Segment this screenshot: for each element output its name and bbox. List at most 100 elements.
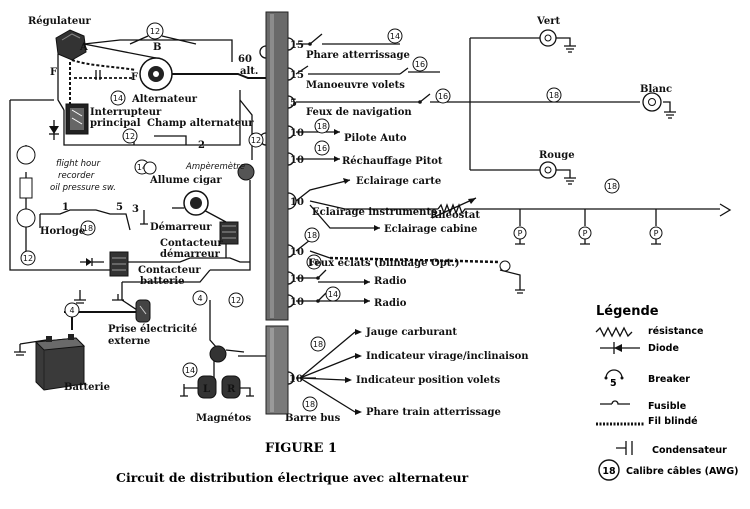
svg-text:P: P bbox=[518, 229, 523, 238]
term-a: A bbox=[79, 42, 88, 53]
breaker-icon bbox=[605, 369, 623, 379]
svg-text:4: 4 bbox=[69, 306, 74, 315]
breaker-num-9: 10 bbox=[290, 247, 304, 258]
svg-text:4: 4 bbox=[197, 294, 202, 303]
label-feux-eclats: Feux éclats (blindage Opt.) bbox=[308, 258, 460, 269]
figure-title: FIGURE 1 bbox=[265, 441, 337, 456]
legend-fusible: Fusible bbox=[648, 401, 686, 412]
fuse-icon bbox=[600, 400, 630, 405]
flight-hour-recorder bbox=[16, 145, 36, 199]
label-radio-2: Radio bbox=[374, 298, 407, 309]
svg-text:14: 14 bbox=[185, 366, 195, 375]
circuit-arrows bbox=[334, 129, 380, 415]
label-phare-train: Phare train atterrissage bbox=[366, 407, 501, 418]
label-principal: principal bbox=[90, 118, 141, 129]
term-b: B bbox=[153, 42, 161, 53]
alt-breaker-abbr: alt. bbox=[240, 66, 258, 77]
breaker-num-4: 10 bbox=[290, 128, 304, 139]
svg-text:P: P bbox=[583, 229, 588, 238]
label-amperemetre: Ampèremètre bbox=[185, 161, 245, 172]
legend-fil-blinde: Fil blindé bbox=[648, 416, 698, 427]
light-vert bbox=[539, 29, 576, 53]
svg-text:18: 18 bbox=[313, 340, 323, 349]
gauge-icon bbox=[598, 459, 620, 481]
clock bbox=[16, 208, 36, 228]
mag-r: R bbox=[227, 384, 236, 395]
breaker-num-lower: 10 bbox=[289, 374, 303, 385]
main-switch bbox=[65, 103, 89, 135]
label-indicateur-virage: Indicateur virage/inclinaison bbox=[366, 351, 529, 362]
label-eclairage-instruments: Eclairage instruments bbox=[312, 207, 437, 218]
label-recorder: recorder bbox=[58, 171, 95, 181]
instrument-lamps: P P P bbox=[499, 226, 663, 294]
rheostat bbox=[431, 197, 477, 219]
label-contacteur-dem-1: Contacteur bbox=[160, 238, 223, 249]
label-alternateur: Alternateur bbox=[131, 94, 198, 105]
magnetos bbox=[180, 345, 254, 399]
label-oil-pressure: oil pressure sw. bbox=[50, 183, 116, 193]
svg-text:P: P bbox=[654, 229, 659, 238]
svg-text:18: 18 bbox=[607, 182, 617, 191]
svg-text:16: 16 bbox=[415, 60, 425, 69]
label-regulateur: Régulateur bbox=[28, 16, 91, 27]
legend-diode: Diode bbox=[648, 343, 679, 354]
label-rechauffage-pitot: Réchauffage Pitot bbox=[342, 156, 443, 167]
label-rouge: Rouge bbox=[539, 150, 575, 161]
breaker-num-2: 15 bbox=[290, 70, 304, 81]
pos-5: 5 bbox=[116, 202, 123, 213]
label-pilote-auto: Pilote Auto bbox=[344, 133, 407, 144]
label-allume-cigar: Allume cigar bbox=[149, 175, 222, 186]
breaker-num-1: 15 bbox=[290, 40, 304, 51]
label-prise-1: Prise électricité bbox=[108, 324, 197, 335]
term-f1: F bbox=[50, 67, 57, 78]
label-phare-atterrissage: Phare atterrissage bbox=[306, 50, 410, 61]
svg-text:12: 12 bbox=[150, 27, 160, 36]
resistance-icon bbox=[595, 326, 633, 338]
breaker-num-11: 10 bbox=[290, 297, 304, 308]
label-contacteur-bat-2: batterie bbox=[140, 276, 185, 287]
svg-text:18: 18 bbox=[305, 400, 315, 409]
alternator bbox=[139, 57, 173, 91]
label-magnetos: Magnétos bbox=[196, 413, 251, 424]
svg-text:14: 14 bbox=[390, 32, 400, 41]
starter-contactor bbox=[219, 221, 239, 245]
legend-calibre: Calibre câbles (AWG) bbox=[626, 466, 739, 477]
svg-text:18: 18 bbox=[307, 231, 317, 240]
legend-title: Légende bbox=[596, 304, 659, 319]
figure-caption: Circuit de distribution électrique avec … bbox=[116, 470, 469, 485]
label-demarreur: Démarreur bbox=[150, 222, 212, 233]
pos-3: 3 bbox=[132, 204, 139, 215]
svg-text:16: 16 bbox=[317, 144, 327, 153]
diode-left bbox=[49, 120, 59, 140]
mag-l: L bbox=[203, 384, 210, 395]
light-blanc bbox=[642, 92, 676, 119]
legend-condensateur: Condensateur bbox=[652, 445, 727, 456]
label-feux-navigation: Feux de navigation bbox=[306, 107, 412, 118]
svg-text:18: 18 bbox=[83, 224, 93, 233]
svg-text:18: 18 bbox=[309, 258, 319, 267]
ammeter bbox=[237, 163, 255, 181]
breaker-num-6: 10 bbox=[290, 197, 304, 208]
svg-text:14: 14 bbox=[113, 94, 123, 103]
shielded-wire-reg bbox=[71, 59, 137, 71]
label-contacteur-bat-1: Contacteur bbox=[138, 265, 201, 276]
label-indicateur-volets: Indicateur position volets bbox=[356, 375, 501, 386]
legend-gauge-num: 18 bbox=[602, 466, 616, 477]
svg-text:14: 14 bbox=[137, 163, 147, 172]
breaker-num-10: 10 bbox=[290, 274, 304, 285]
label-radio-1: Radio bbox=[374, 276, 407, 287]
svg-text:12: 12 bbox=[231, 296, 241, 305]
label-champ-alternateur: Champ alternateur bbox=[147, 118, 254, 129]
cigar-lighter bbox=[143, 161, 157, 175]
label-blanc: Blanc bbox=[640, 84, 672, 95]
legend: Légende résistance Diode 5 Breaker Fusib… bbox=[595, 304, 739, 481]
label-batterie: Batterie bbox=[64, 382, 110, 393]
svg-text:18: 18 bbox=[549, 91, 559, 100]
label-interrupteur: Interrupteur bbox=[90, 107, 162, 118]
external-power bbox=[135, 299, 151, 323]
label-eclairage-carte: Eclairage carte bbox=[356, 176, 441, 187]
svg-text:12: 12 bbox=[125, 132, 135, 141]
breaker-num-3: 5 bbox=[290, 98, 297, 109]
label-contacteur-dem-2: démarreur bbox=[160, 249, 221, 260]
pos-1: 1 bbox=[62, 202, 69, 213]
